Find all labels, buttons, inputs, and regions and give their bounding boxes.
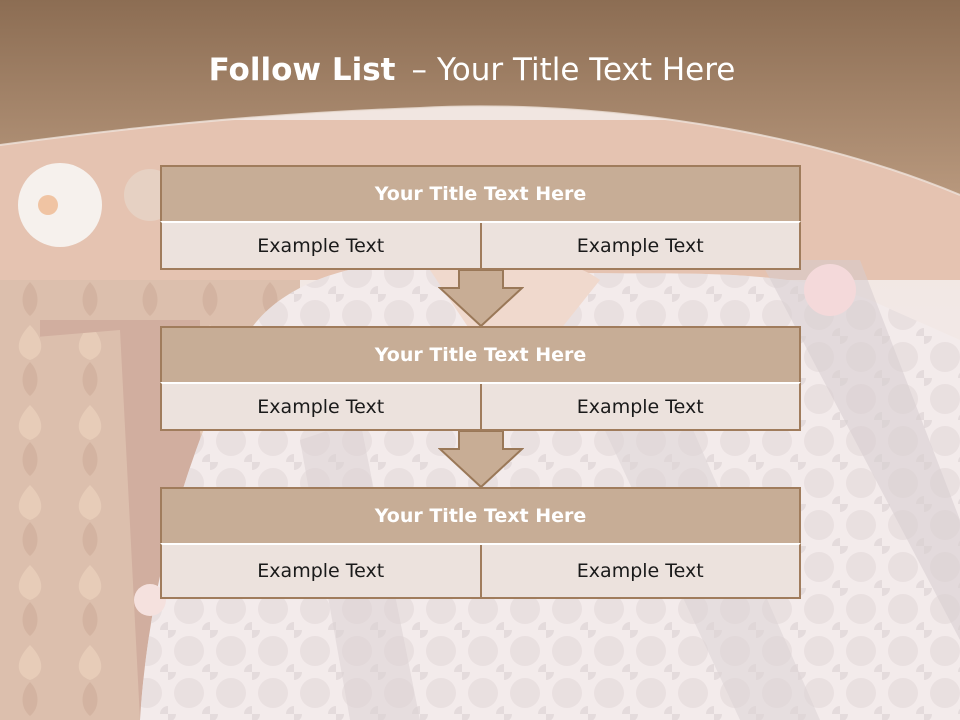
flow-box-row: Example Text Example Text	[160, 382, 801, 431]
flow-box-left-cell: Example Text	[257, 560, 385, 582]
flow-box-2: Your Title Text Here Example Text Exampl…	[160, 326, 801, 431]
flow-box-right-cell: Example Text	[479, 223, 800, 268]
header-band	[0, 0, 960, 196]
flow-box-1: Your Title Text Here Example Text Exampl…	[160, 165, 801, 270]
flow-box-3: Your Title Text Here Example Text Exampl…	[160, 487, 801, 599]
flow-box-title: Your Title Text Here	[160, 487, 801, 543]
flow-box-right-cell: Example Text	[479, 384, 800, 429]
slide-title: Follow List–Your Title Text Here	[0, 52, 944, 88]
flow-box-left-cell: Example Text	[257, 395, 385, 418]
flow-box-right-cell: Example Text	[479, 545, 800, 597]
down-arrow-1	[438, 270, 524, 328]
flow-box-left-cell: Example Text	[257, 234, 385, 257]
flow-box-title: Your Title Text Here	[160, 326, 801, 382]
down-arrow-2	[438, 431, 524, 489]
flow-box-row: Example Text Example Text	[160, 221, 801, 270]
title-separator: –	[411, 52, 427, 88]
flow-box-title: Your Title Text Here	[160, 165, 801, 221]
title-bold-part: Follow List	[208, 52, 396, 88]
flow-box-row: Example Text Example Text	[160, 543, 801, 599]
title-rest-part: Your Title Text Here	[436, 52, 736, 88]
